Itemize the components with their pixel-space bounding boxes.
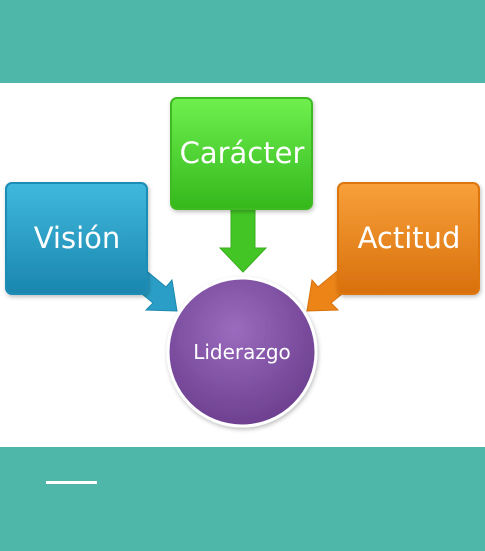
header-band — [0, 0, 485, 83]
arrow-caracter-to-center — [218, 207, 268, 273]
node-liderazgo-label: Liderazgo — [193, 340, 291, 364]
footer-band — [0, 447, 485, 551]
node-vision-label: Visión — [34, 221, 121, 255]
node-actitud-label: Actitud — [358, 221, 461, 255]
node-actitud: Actitud — [337, 182, 480, 295]
node-vision: Visión — [5, 182, 148, 295]
accent-line — [46, 481, 97, 484]
node-liderazgo: Liderazgo — [166, 276, 318, 428]
node-caracter-label: Carácter — [180, 136, 305, 170]
node-caracter: Carácter — [170, 97, 313, 210]
